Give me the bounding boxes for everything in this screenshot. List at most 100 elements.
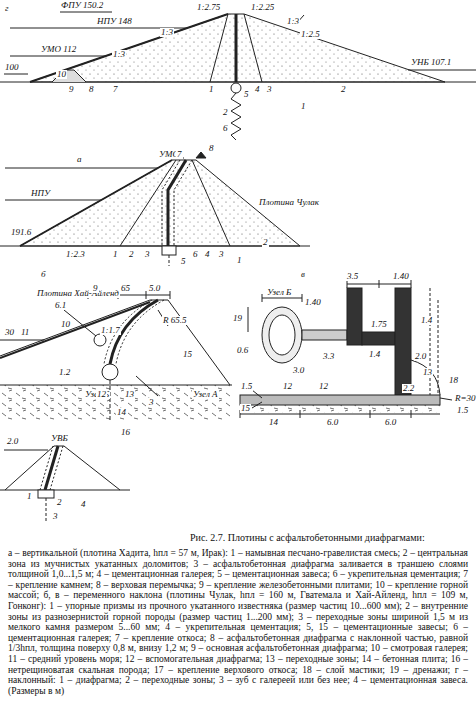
node-b-detail-part	[362, 332, 395, 345]
node-b-detail	[240, 280, 452, 418]
dimension-label: УНБ 107.1	[410, 58, 452, 67]
part-label: Узел Б	[266, 288, 292, 297]
node-b-detail-part	[347, 280, 411, 288]
dam-b-part	[162, 246, 176, 255]
callout-number: 6	[222, 124, 229, 133]
callout-number: 9	[92, 284, 99, 293]
callout-number: 15	[182, 350, 193, 359]
dam-a-part	[235, 14, 238, 82]
dam-c-part	[0, 300, 230, 385]
node-b-detail-part	[240, 405, 440, 413]
callout-number: 14	[116, 408, 127, 417]
callout-number: 2	[262, 238, 269, 247]
part-label: Плотина Хай-Айленд	[36, 289, 120, 298]
callout-number: 12	[96, 390, 107, 399]
dam-d-part	[5, 446, 120, 490]
dam-d-part	[0, 490, 130, 491]
dimension-label: НПУ 148	[96, 17, 133, 26]
dam-d-part	[45, 446, 58, 490]
dimension-label: 1.40	[392, 272, 410, 281]
dam-c-part	[136, 376, 158, 396]
dam-a-part	[30, 14, 228, 82]
dam-d-part	[40, 446, 63, 490]
part-label: УВБ	[50, 434, 69, 443]
callout-number: 3	[144, 250, 151, 259]
dam-c-part	[0, 302, 150, 358]
node-b-detail-part	[240, 395, 440, 405]
dimension-label: 1:2.25	[250, 3, 275, 12]
dimension-label: 1:2.5	[300, 30, 321, 39]
dam-d-part	[38, 490, 54, 498]
dimension-label: 100	[4, 63, 20, 72]
dam-d-part	[4, 450, 48, 451]
callout-number: 4	[80, 500, 87, 509]
dam-b-part	[20, 160, 172, 246]
callout-number: 11	[20, 328, 30, 337]
callout-number: 1	[26, 492, 33, 501]
callout-number: а	[76, 155, 83, 164]
dimension-label: 2.2	[402, 384, 415, 393]
dimension-label: R=30	[454, 394, 476, 403]
callout-number: 10	[60, 320, 71, 329]
dam-c	[0, 291, 232, 422]
dam-a-part	[60, 12, 112, 13]
dimension-label: 1:1.7	[100, 326, 121, 335]
dam-c-part	[0, 340, 44, 341]
dam-b-part	[120, 160, 230, 246]
dimension-label: 3.0	[292, 366, 305, 375]
dimension-label: 1.75	[370, 320, 388, 329]
dimension-label: ФПУ 150.2	[60, 1, 104, 10]
dam-b-part	[168, 160, 186, 246]
dam-c-part	[102, 364, 118, 380]
callout-number: 2	[340, 85, 347, 94]
callout-number: 14	[268, 418, 279, 427]
callout-number: б	[40, 270, 47, 279]
callout-number: 2	[128, 250, 135, 259]
dam-c-part	[0, 385, 232, 386]
dimension-label: 1:2.3	[65, 250, 86, 259]
node-b-detail-part	[240, 410, 411, 418]
callout-number: 16	[120, 428, 131, 437]
dimension-label: 1.5	[240, 382, 253, 391]
callout-number: 4	[254, 85, 261, 94]
dam-b	[0, 152, 310, 266]
dimension-label: 3.5	[346, 272, 359, 281]
node-b-detail-part	[262, 298, 302, 299]
dam-a-part	[231, 83, 241, 93]
callout-number: 7	[112, 85, 119, 94]
dimension-label: 1:3	[160, 28, 174, 37]
dam-a-part	[52, 70, 86, 82]
dimension-label: R 65.5	[162, 316, 188, 325]
dimension-label: 1:3	[286, 17, 300, 26]
dimension-label: 1.4	[420, 316, 433, 325]
dimension-label: 6.0	[326, 418, 339, 427]
dam-b-part	[162, 160, 192, 246]
callout-number: 13	[422, 368, 433, 377]
callout-number: 4	[204, 250, 211, 259]
callout-number: г	[4, 4, 10, 13]
callout-number: 1	[300, 102, 307, 111]
dam-c-part	[110, 380, 111, 422]
dimension-label: 2.0	[414, 352, 427, 361]
callout-number: 8	[88, 85, 95, 94]
callout-number: 2	[222, 108, 229, 117]
figure-title: Рис. 2.7. Плотины с асфальтобетонными ди…	[190, 532, 425, 543]
dimension-label: 5.0	[148, 284, 161, 293]
callout-number: 6	[192, 250, 199, 259]
callout-number: 5	[180, 257, 187, 266]
dimension-label: 3.3	[322, 352, 335, 361]
dimension-label: 1.4	[368, 350, 381, 359]
callout-number: 3	[52, 512, 59, 521]
dam-a-part	[408, 70, 476, 71]
callout-number: 3	[218, 250, 225, 259]
callout-number: 12	[282, 382, 293, 391]
callout-number: 12	[318, 382, 329, 391]
callout-number: 9	[68, 85, 75, 94]
dimension-label: 1:2.75	[196, 3, 221, 12]
node-b-detail-part	[240, 414, 440, 415]
dam-b-part	[169, 255, 170, 266]
callout-number: 19	[232, 314, 243, 323]
dam-b-part	[5, 200, 101, 201]
dimension-label: 0.6	[236, 346, 249, 355]
